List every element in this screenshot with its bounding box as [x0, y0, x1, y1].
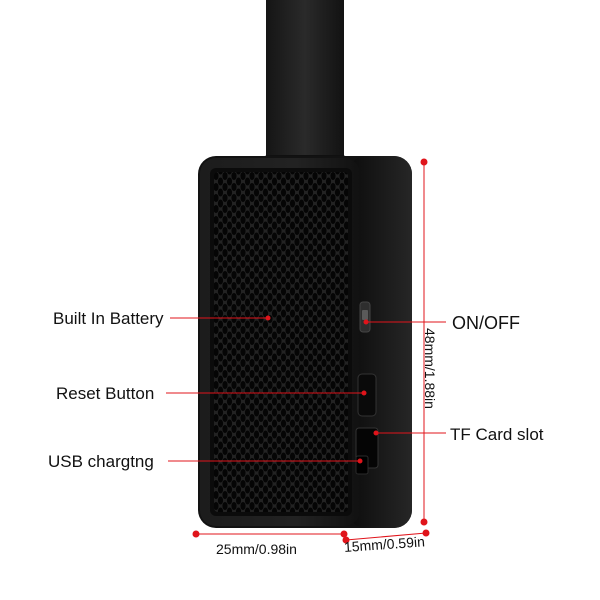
dimension-width: 25mm/0.98in	[216, 541, 297, 557]
callout-on-off: ON/OFF	[452, 313, 520, 333]
reset-button-port	[357, 373, 377, 417]
dimension-height: 48mm/1.88in	[422, 328, 438, 409]
device-body	[198, 156, 412, 528]
usb-port	[355, 455, 369, 475]
callout-reset-button: Reset Button	[56, 384, 155, 403]
speaker-mesh	[214, 172, 348, 512]
annotation-lines	[166, 158, 446, 544]
callout-usb-charging: USB chargtng	[48, 452, 154, 471]
callout-tf-card-slot: TF Card slot	[450, 425, 544, 444]
strap	[266, 0, 344, 160]
callout-built-in-battery: Built In Battery	[53, 309, 164, 328]
